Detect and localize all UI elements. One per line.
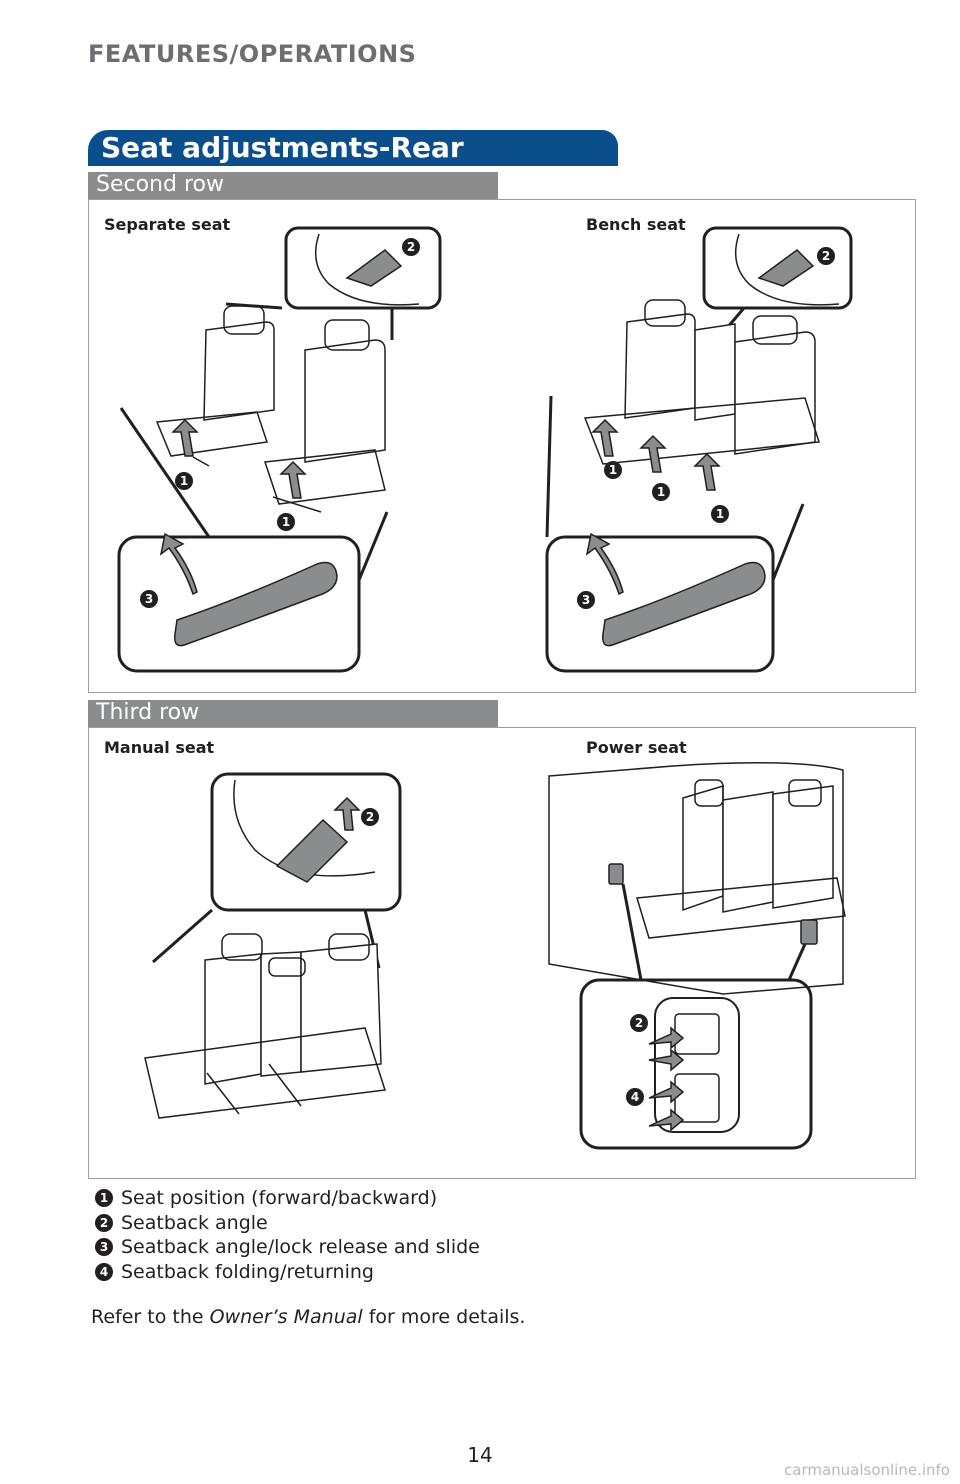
legend-badge-3: 3 <box>95 1238 113 1257</box>
separate-seat-label: Separate seat <box>104 215 231 234</box>
marker-1-bench-a: 1 <box>604 461 622 479</box>
legend-text-4: Seatback folding/returning <box>121 1260 374 1283</box>
legend-item-1: 1 Seat position (forward/backward) <box>95 1186 480 1211</box>
marker-1-bench-c: 1 <box>711 505 729 523</box>
svg-text:3: 3 <box>145 592 153 606</box>
section-header: FEATURES/OPERATIONS <box>88 40 417 68</box>
svg-text:2: 2 <box>366 810 374 824</box>
marker-1-bench-b: 1 <box>652 483 670 501</box>
legend-text-1: Seat position (forward/backward) <box>121 1187 438 1210</box>
marker-2-power: 2 <box>630 1014 648 1032</box>
svg-text:1: 1 <box>282 515 290 529</box>
third-row-tab: Third row <box>88 700 498 728</box>
second-row-markers: 2 1 1 3 2 1 1 1 3 <box>140 238 835 609</box>
svg-text:1: 1 <box>609 463 617 477</box>
manual-seat-label: Manual seat <box>104 738 215 757</box>
svg-text:4: 4 <box>631 1090 639 1104</box>
legend-item-2: 2 Seatback angle <box>95 1211 480 1236</box>
marker-2-separate: 2 <box>402 238 420 256</box>
svg-text:1: 1 <box>180 474 188 488</box>
owners-manual-title: Owner’s Manual <box>209 1306 363 1328</box>
svg-text:2: 2 <box>407 240 415 254</box>
legend-text-3: Seatback angle/lock release and slide <box>121 1236 480 1259</box>
refer-note: Refer to the Owner’s Manual for more det… <box>91 1306 525 1328</box>
marker-2-bench: 2 <box>817 247 835 265</box>
svg-text:1: 1 <box>657 485 665 499</box>
page-title-tab: Seat adjustments-Rear <box>88 130 618 166</box>
refer-suffix: for more details. <box>362 1306 526 1328</box>
page-number: 14 <box>467 1443 493 1467</box>
second-row-seats-illustration: 2 1 1 3 2 1 1 1 3 <box>117 226 853 673</box>
legend-item-4: 4 Seatback folding/returning <box>95 1260 480 1285</box>
svg-text:2: 2 <box>635 1016 643 1030</box>
svg-text:1: 1 <box>716 507 724 521</box>
marker-3-bench: 3 <box>577 591 595 609</box>
legend-badge-1: 1 <box>95 1189 113 1208</box>
second-row-tab: Second row <box>88 172 498 200</box>
legend-item-3: 3 Seatback angle/lock release and slide <box>95 1235 480 1260</box>
page-title: Seat adjustments-Rear <box>101 131 464 164</box>
svg-text:3: 3 <box>582 593 590 607</box>
legend-badge-2: 2 <box>95 1213 113 1232</box>
legend-text-2: Seatback angle <box>121 1211 268 1234</box>
bench-seat-label: Bench seat <box>586 215 686 234</box>
svg-text:2: 2 <box>822 249 830 263</box>
power-seat-label: Power seat <box>586 738 687 757</box>
third-row-seats-illustration: 2 2 4 <box>144 762 846 1150</box>
marker-2-manual: 2 <box>361 808 379 826</box>
marker-1-separate-a: 1 <box>175 472 193 490</box>
watermark: carmanualsonline.info <box>784 1461 950 1479</box>
third-row-heading: Third row <box>96 700 200 725</box>
third-row-panel: Manual seat Power seat <box>88 727 916 1179</box>
marker-4-power: 4 <box>626 1088 644 1106</box>
marker-1-separate-b: 1 <box>277 513 295 531</box>
legend: 1 Seat position (forward/backward) 2 Sea… <box>95 1186 480 1284</box>
marker-3-separate: 3 <box>140 590 158 608</box>
second-row-panel: Separate seat Bench seat <box>88 199 916 693</box>
second-row-heading: Second row <box>96 172 224 197</box>
third-row-markers: 2 2 4 <box>361 808 648 1106</box>
refer-prefix: Refer to the <box>91 1306 210 1328</box>
legend-badge-4: 4 <box>95 1262 113 1281</box>
